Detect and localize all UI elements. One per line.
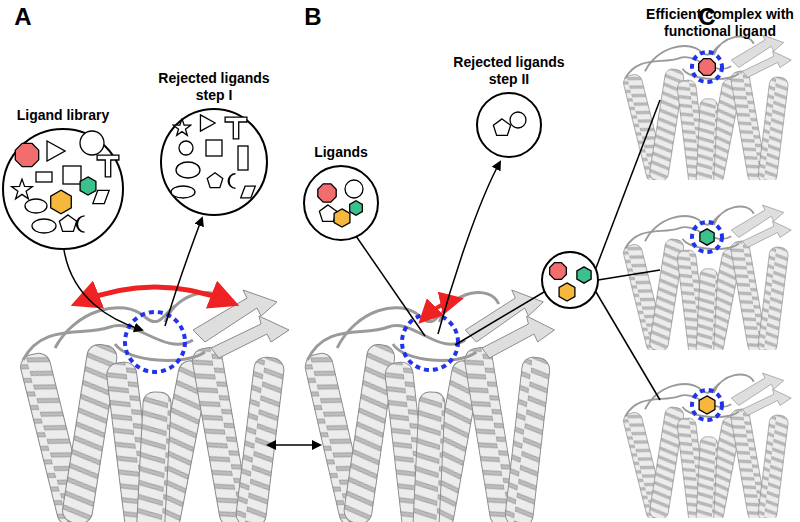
protein-structure	[622, 35, 791, 187]
binding-pocket	[402, 314, 458, 370]
ligand-set-circle: Rejected ligands step I	[160, 108, 268, 216]
circle-outline	[2, 128, 124, 250]
panel-letter: A	[8, 2, 38, 31]
ligand-set-circle: Ligands	[303, 165, 379, 241]
binding-pocket	[692, 222, 722, 252]
selected-ligand-circle	[542, 252, 598, 308]
protein-structure	[622, 205, 791, 357]
flexibility-arrow	[424, 300, 456, 318]
flexibility-arrow	[80, 287, 230, 302]
leader-line	[596, 292, 660, 400]
set-heading: Rejected ligands step II	[447, 54, 572, 88]
set-heading: Ligands	[291, 144, 391, 161]
circle-outline	[160, 108, 268, 216]
protein-structure	[622, 373, 791, 522]
circle-outline	[476, 92, 542, 158]
binding-pocket	[125, 312, 185, 372]
set-heading: Rejected ligands step I	[152, 70, 277, 104]
circle-outline	[303, 165, 379, 241]
leader-line	[455, 292, 544, 345]
ligand-set-circle: Ligand library	[2, 128, 124, 250]
ligand-set-circle: Rejected ligands step II	[476, 92, 542, 158]
leader-line	[596, 100, 660, 268]
panel-letter: B	[298, 2, 328, 31]
binding-pocket	[692, 390, 722, 420]
binding-arrow	[64, 250, 142, 330]
protein-structure	[18, 290, 289, 522]
rejection-arrow	[165, 218, 202, 326]
leader-line	[356, 236, 425, 336]
binding-pocket	[692, 52, 722, 82]
rejection-arrow	[438, 162, 500, 334]
equilibrium-arrow	[268, 444, 320, 446]
protein-structure	[303, 290, 555, 522]
leader-line	[598, 270, 660, 280]
panel-caption: Efficient complex with functional ligand	[640, 6, 800, 40]
set-heading: Ligand library	[0, 107, 133, 124]
